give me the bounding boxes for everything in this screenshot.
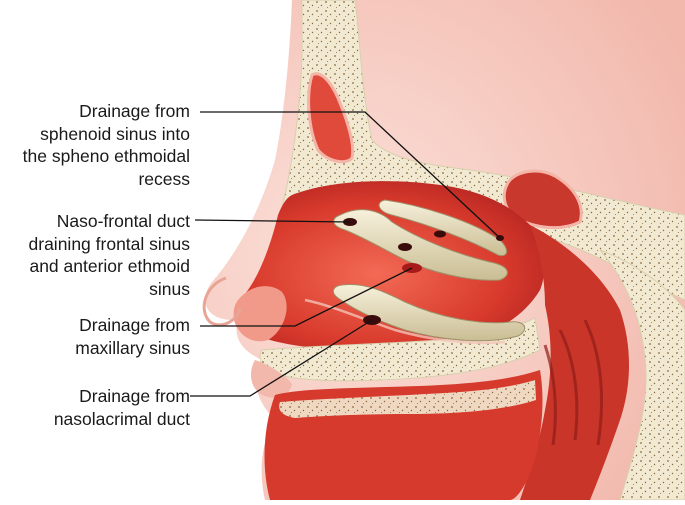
- anterior-ethmoid-ostium: [398, 243, 412, 251]
- label-sphenoid-drainage: Drainage from sphenoid sinus into the sp…: [23, 100, 190, 190]
- ethmoid-ostium: [434, 231, 446, 238]
- label-maxillary-drainage: Drainage from maxillary sinus: [75, 314, 190, 359]
- label-nasolacrimal-drainage: Drainage from nasolacrimal duct: [54, 385, 190, 430]
- label-nasofrontal-duct: Naso-frontal duct draining frontal sinus…: [29, 210, 190, 300]
